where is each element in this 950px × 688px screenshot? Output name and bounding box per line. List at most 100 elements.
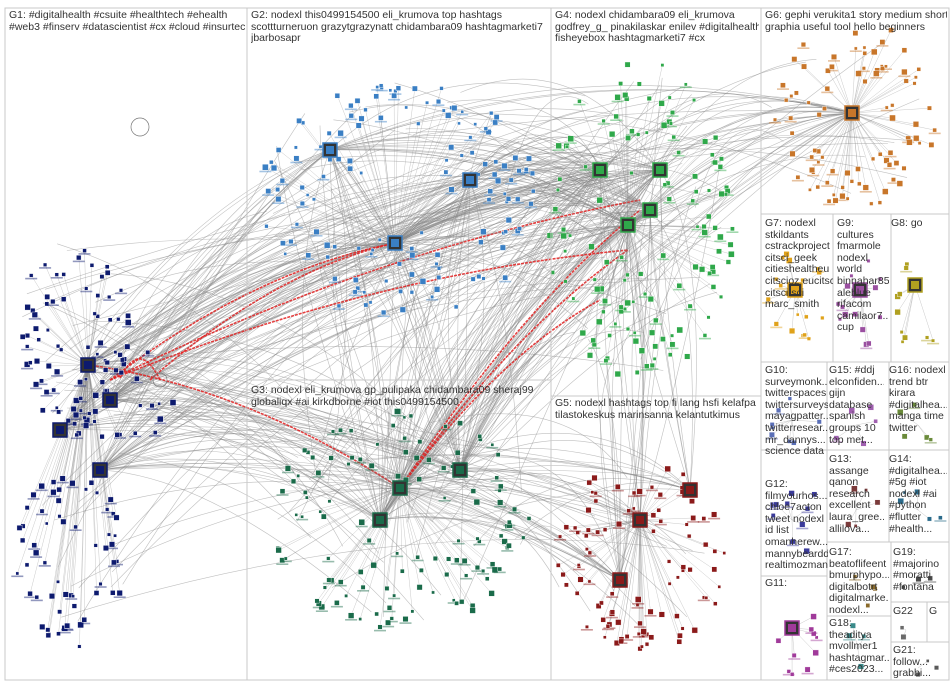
node-180 <box>442 109 445 112</box>
group-label-g10: G10: surveymonk... twitterspaces twitter… <box>765 365 828 458</box>
node-636 <box>615 484 620 489</box>
node-557 <box>718 585 721 588</box>
node-label-384 <box>363 543 375 545</box>
node-728 <box>804 315 808 319</box>
node-35 <box>76 255 81 260</box>
node-label-329 <box>438 471 450 473</box>
node-251 <box>503 275 508 280</box>
node-301 <box>418 440 422 444</box>
node-442 <box>633 331 636 334</box>
node-label-397 <box>356 526 368 528</box>
node-85 <box>39 483 45 489</box>
node-713 <box>825 181 829 185</box>
node-417 <box>649 330 655 336</box>
node-51 <box>83 416 87 420</box>
node-98 <box>70 480 76 486</box>
node-387 <box>527 517 531 521</box>
node-694 <box>863 51 867 55</box>
node-161 <box>460 154 464 158</box>
node-114 <box>94 544 98 548</box>
node-label-234 <box>259 171 271 173</box>
node-label-495 <box>641 369 653 371</box>
node-208 <box>482 277 486 281</box>
node-label-169 <box>329 282 341 284</box>
node-376 <box>369 463 374 468</box>
node-266 <box>502 163 508 169</box>
node-589 <box>558 535 562 539</box>
node-label-671 <box>785 121 797 123</box>
node-360 <box>459 599 464 604</box>
node-label-193 <box>285 244 297 246</box>
node-618 <box>688 567 693 572</box>
node-label-48 <box>36 384 48 386</box>
node-482 <box>696 225 699 228</box>
node-402 <box>419 568 423 572</box>
node-285 <box>515 197 520 202</box>
node-28 <box>93 312 97 316</box>
node-133 <box>157 416 163 422</box>
node-167 <box>469 136 473 140</box>
node-308 <box>499 534 503 538</box>
node-439 <box>643 292 647 296</box>
node-105 <box>109 542 115 548</box>
node-563 <box>676 576 679 579</box>
node-696 <box>780 83 785 88</box>
node-464 <box>632 300 635 303</box>
node-165 <box>328 157 332 161</box>
node-723 <box>887 162 892 167</box>
node-242 <box>531 189 535 193</box>
node-label-633 <box>634 495 646 497</box>
node-label-386 <box>374 630 386 632</box>
node-338 <box>478 434 482 438</box>
node-label-639 <box>584 555 596 557</box>
node-label-111 <box>28 548 40 550</box>
node-142 <box>115 432 120 437</box>
node-label-340 <box>439 429 451 431</box>
node-827 <box>901 634 906 639</box>
node-label-475 <box>667 348 679 350</box>
node-229 <box>445 113 451 119</box>
node-500 <box>636 133 640 137</box>
node-label-689 <box>823 204 835 206</box>
node-120 <box>107 533 110 536</box>
node-label-593 <box>698 521 710 523</box>
node-246 <box>306 194 309 197</box>
node-514 <box>556 143 562 149</box>
node-705 <box>833 198 838 203</box>
node-231 <box>494 160 498 164</box>
node-label-761 <box>927 343 939 345</box>
node-497 <box>707 189 711 193</box>
node-541 <box>608 334 612 338</box>
node-228 <box>276 196 282 202</box>
node-697 <box>807 101 811 105</box>
node-538 <box>597 197 603 203</box>
hub-node-inner-g4-2 <box>596 166 604 174</box>
node-539 <box>614 322 617 325</box>
node-label-40 <box>30 388 42 390</box>
node-label-537 <box>714 241 726 243</box>
node-367 <box>371 562 377 568</box>
node-label-375 <box>316 610 328 612</box>
node-441 <box>719 191 725 197</box>
node-410 <box>361 585 365 589</box>
group-label-g4: G4: nodexl chidambara09 eli_krumova godf… <box>555 10 759 45</box>
group-label-g8: G8: go <box>891 218 947 230</box>
node-458 <box>593 278 597 282</box>
node-519 <box>706 214 711 219</box>
node-62 <box>55 273 59 277</box>
node-535 <box>626 135 631 140</box>
node-407 <box>393 594 396 597</box>
hub-node-inner-g4-3 <box>656 166 664 174</box>
node-634 <box>586 507 592 513</box>
node-718 <box>794 91 798 95</box>
node-677 <box>891 178 895 182</box>
node-403 <box>303 490 307 494</box>
edge-1069 <box>903 285 915 342</box>
node-578 <box>713 549 717 553</box>
node-label-98 <box>67 487 79 489</box>
node-588 <box>713 602 717 606</box>
node-99 <box>82 617 87 622</box>
node-260 <box>297 118 302 123</box>
node-722 <box>846 197 849 200</box>
node-101 <box>114 515 120 521</box>
